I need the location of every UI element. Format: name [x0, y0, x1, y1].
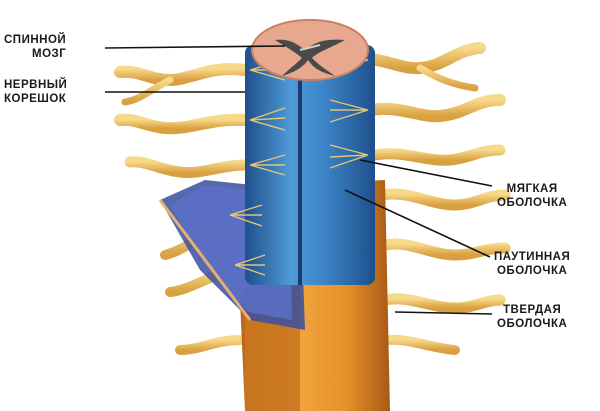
label-pia-mater: МЯГКАЯ ОБОЛОЧКА [497, 182, 567, 210]
label-arachnoid: ПАУТИННАЯ ОБОЛОЧКА [494, 250, 570, 278]
spinal-cord-body [245, 45, 375, 285]
label-nerve-root-line1: НЕРВНЫЙ [4, 79, 68, 91]
label-spinal-cord-line1: СПИННОЙ [4, 34, 67, 46]
rootlet-fans [229, 51, 369, 276]
label-arachnoid-line1: ПАУТИННАЯ [494, 251, 571, 263]
label-pia-mater-line2: ОБОЛОЧКА [497, 197, 568, 209]
gray-matter [275, 39, 345, 76]
label-arachnoid-line2: ОБОЛОЧКА [496, 265, 568, 277]
label-dura-mater-line2: ОБОЛОЧКА [497, 318, 568, 330]
right-nerve-roots [349, 42, 511, 355]
label-spinal-cord-line2: МОЗГ [32, 48, 67, 60]
label-pia-mater-line1: МЯГКАЯ [506, 183, 558, 195]
leader-lines [104, 45, 493, 315]
label-dura-mater-line1: ТВЕРДАЯ [503, 304, 562, 316]
label-nerve-root: НЕРВНЫЙ КОРЕШОК [4, 78, 67, 106]
label-dura-mater: ТВЕРДАЯ ОБОЛОЧКА [497, 303, 567, 331]
label-spinal-cord: СПИННОЙ МОЗГ [4, 33, 66, 61]
label-nerve-root-line2: КОРЕШОК [4, 93, 67, 105]
